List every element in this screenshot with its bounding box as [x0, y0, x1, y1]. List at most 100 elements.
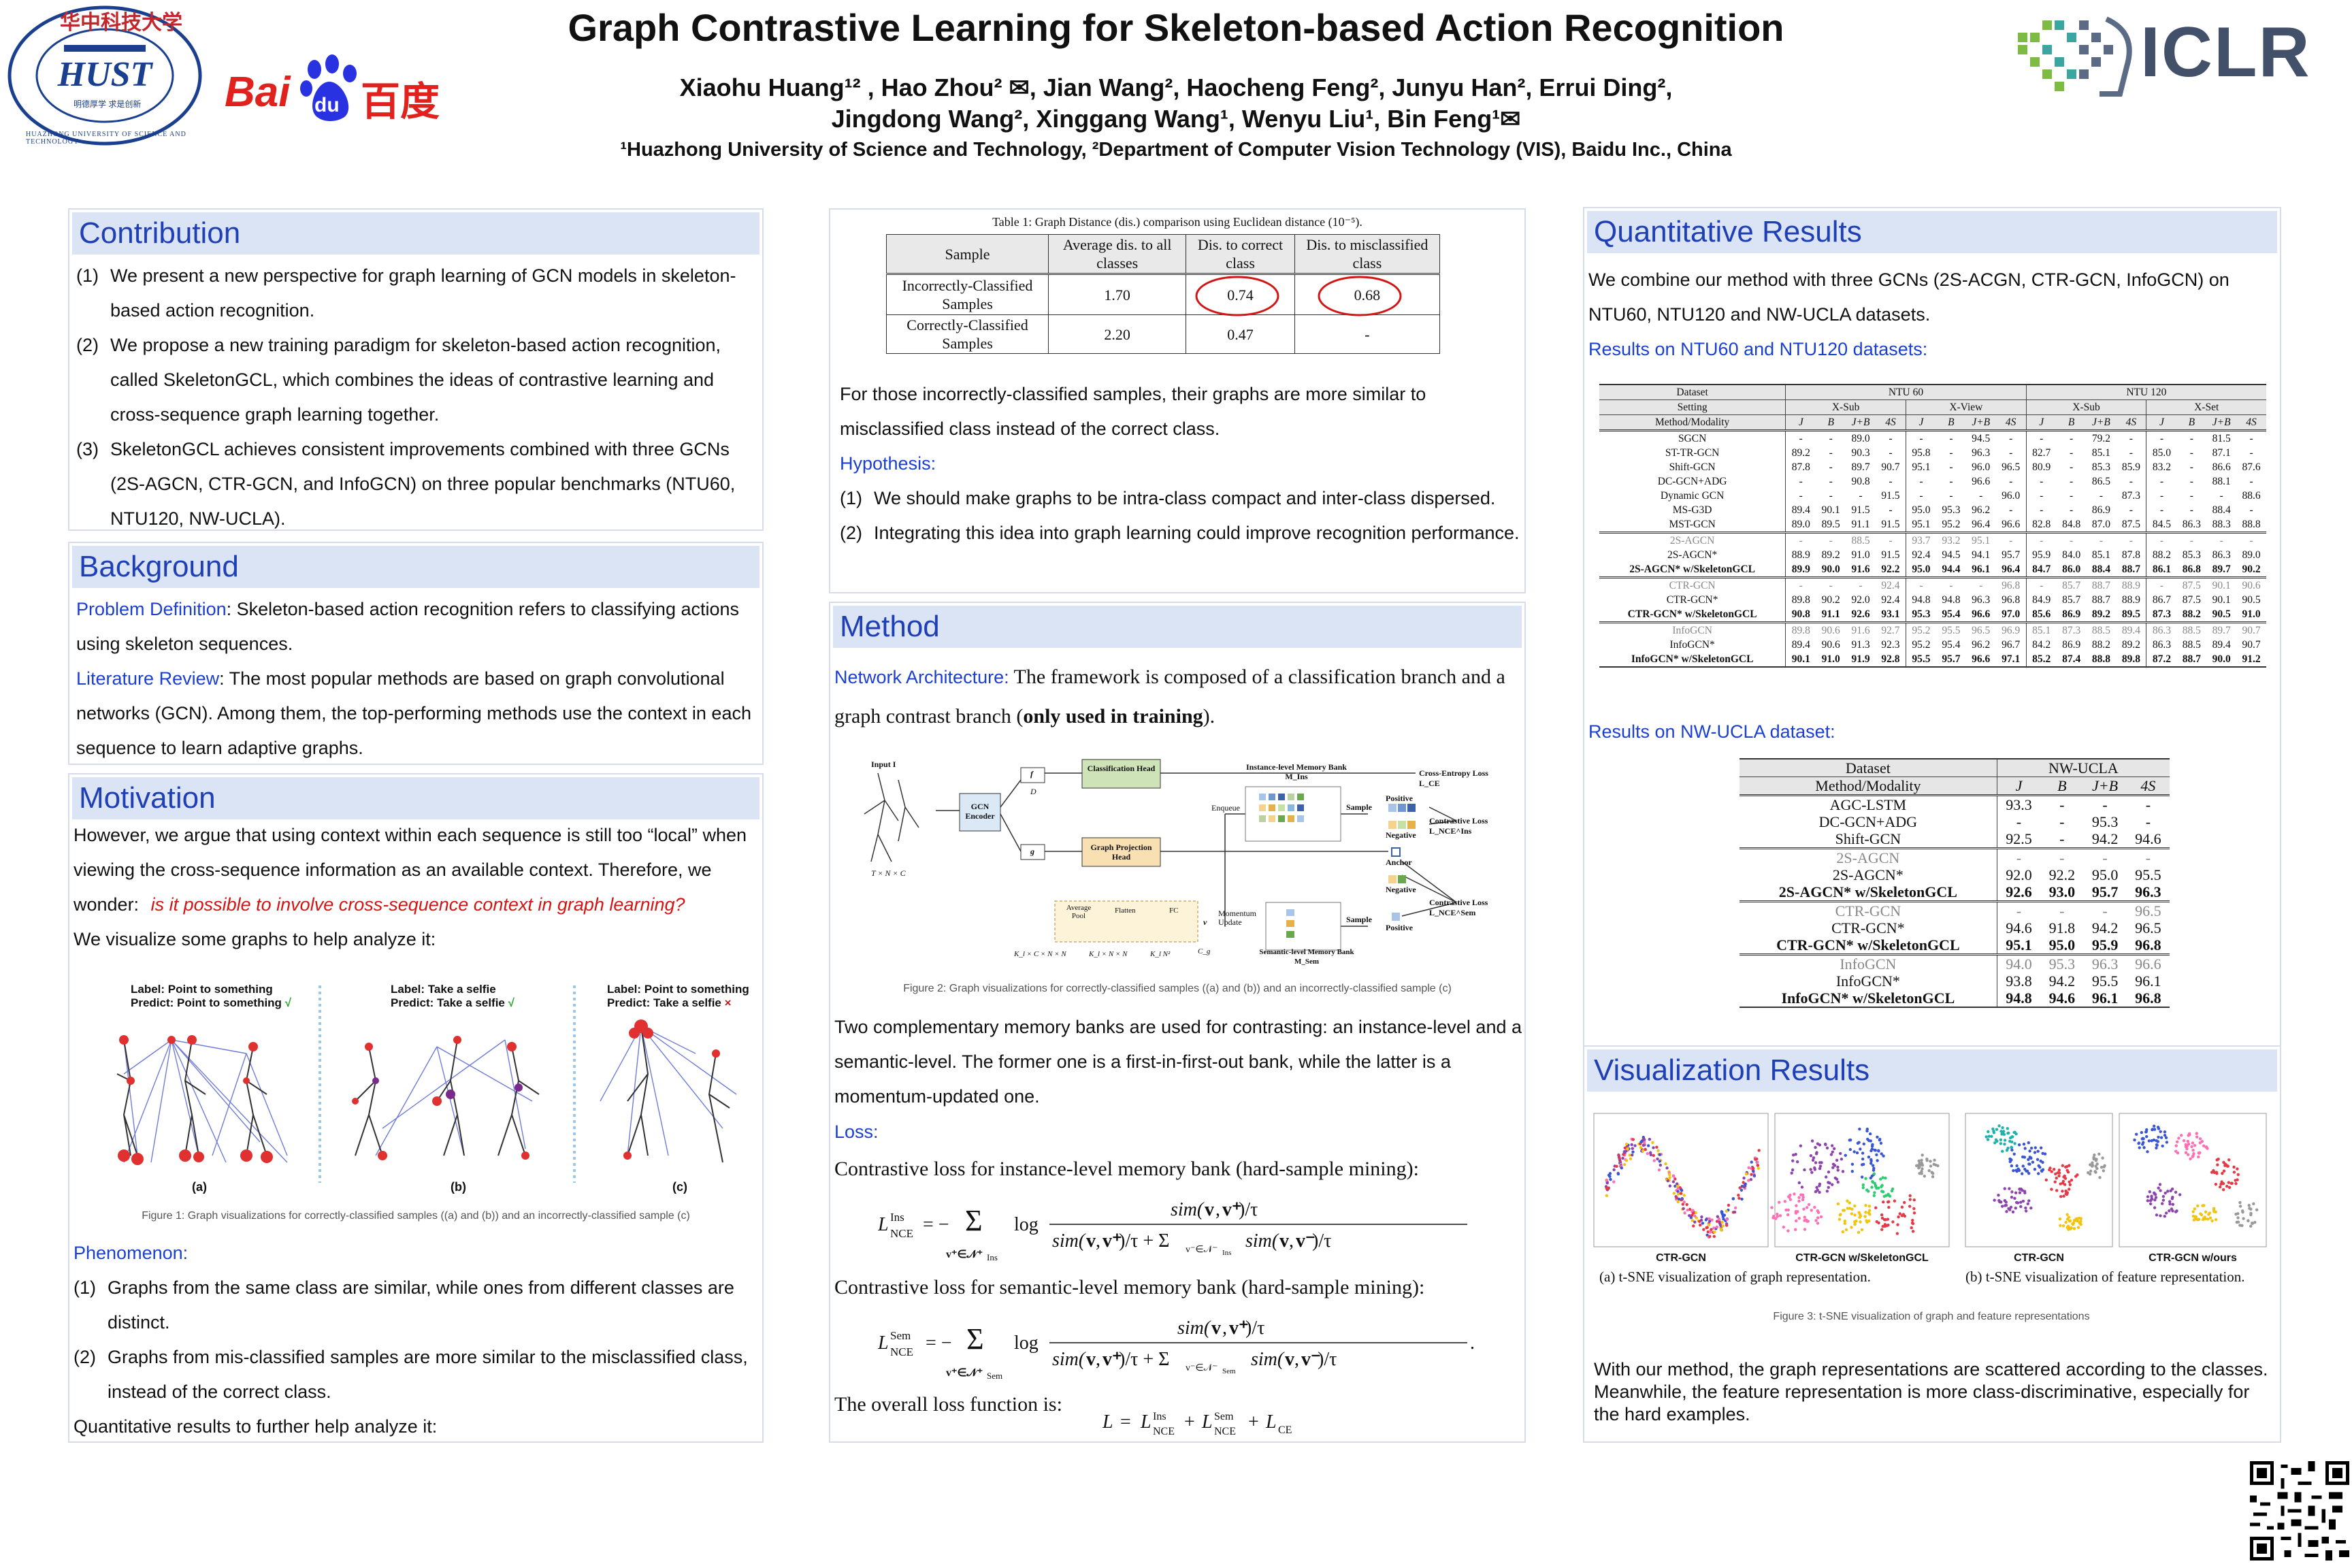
value-cell: 82.8	[2025, 517, 2057, 533]
tsne-point	[2195, 1132, 2198, 1135]
tsne-point	[2094, 1164, 2097, 1168]
tsne-point	[2155, 1146, 2158, 1149]
tsne-point	[2024, 1206, 2027, 1210]
hdr-modality: J+B	[1972, 416, 1991, 428]
tsne-point	[2204, 1210, 2208, 1213]
tsne-point	[1631, 1147, 1634, 1150]
hdr-modality: J	[1996, 777, 2041, 796]
tsne-point	[1846, 1207, 1850, 1210]
value-cell: 86.5	[2091, 476, 2111, 487]
tsne-plots	[1593, 1113, 2267, 1247]
tsne-point	[2038, 1165, 2042, 1169]
tsne-point	[1830, 1183, 1834, 1186]
tsne-point	[1811, 1158, 1815, 1162]
tsne-point	[2146, 1195, 2150, 1198]
tsne-point	[2163, 1215, 2166, 1218]
tsne-point	[1656, 1157, 1659, 1161]
tsne-point	[1932, 1162, 1936, 1166]
tsne-point	[1720, 1211, 1724, 1215]
tsne-point	[2134, 1132, 2138, 1136]
value-cell: 95.1	[1972, 535, 1991, 546]
tsne-point	[1707, 1223, 1711, 1226]
qr-code-icon[interactable]	[2250, 1456, 2349, 1565]
tsne-point	[2193, 1218, 2197, 1221]
tsne-point	[1877, 1221, 1880, 1225]
tsne-point	[2015, 1164, 2019, 1168]
tsne-point	[2072, 1227, 2076, 1230]
value-cell: 95.9	[2025, 548, 2057, 562]
tsne-point	[2087, 1171, 2090, 1175]
value-cell: 89.8	[1785, 622, 1816, 638]
value-cell: 90.1	[2212, 594, 2231, 606]
tsne-point	[2019, 1200, 2023, 1204]
tsne-point	[1713, 1230, 1716, 1234]
value-cell: 86.8	[2182, 564, 2201, 575]
value-cell: 86.3	[2146, 638, 2177, 652]
tsne-point	[2150, 1194, 2153, 1198]
value-cell: 95.7	[1942, 653, 1961, 665]
tsne-point	[1860, 1228, 1864, 1232]
value-cell: -	[1905, 489, 1936, 503]
tsne-point	[2010, 1148, 2014, 1152]
tsne-point	[2174, 1144, 2178, 1147]
hdr-dataset: Dataset	[1676, 387, 1708, 398]
value-cell: -	[2025, 430, 2057, 446]
panel-b-predict: Predict: Take a selfie	[391, 996, 505, 1009]
tsne-point	[1886, 1194, 1890, 1197]
tsne-point	[1688, 1214, 1691, 1218]
tsne-point	[1679, 1192, 1682, 1195]
tsne-point	[2034, 1146, 2038, 1149]
tsne-point	[2210, 1219, 2214, 1223]
tsne-point	[2027, 1171, 2031, 1175]
value-cell: 96.5	[2002, 461, 2021, 473]
tsne-point	[1824, 1143, 1827, 1147]
tsne-point	[2255, 1208, 2259, 1211]
tsne-point	[1607, 1187, 1610, 1190]
iclr-text: ICLR	[2140, 13, 2311, 92]
motivation-question: is it possible to involve cross-sequence…	[150, 894, 685, 915]
tsne-point	[1624, 1159, 1629, 1162]
tsne-point	[1870, 1186, 1874, 1189]
tsne-point	[2194, 1215, 2198, 1219]
value-cell: 96.3	[2135, 883, 2161, 900]
value-cell: 84.2	[2025, 638, 2057, 652]
phenomenon: Phenomenon: (1)Graphs from the same clas…	[74, 1236, 758, 1444]
tsne-point	[1801, 1196, 1805, 1199]
tsne-point	[2249, 1224, 2253, 1228]
svg-text:log: log	[1014, 1214, 1039, 1235]
tsne-point	[1799, 1193, 1803, 1196]
value-cell: 96.3	[2091, 956, 2119, 973]
tsne-point	[2040, 1169, 2044, 1173]
value-cell: 85.2	[2025, 652, 2057, 667]
tsne-point	[1803, 1215, 1806, 1219]
value-cell: 88.7	[2182, 653, 2201, 665]
tsne-point	[1757, 1149, 1761, 1152]
value-cell: 87.8	[2121, 549, 2140, 561]
tsne-point	[1999, 1200, 2003, 1204]
motivation-paragraph: However, we argue that using context wit…	[74, 825, 747, 915]
hdr-modality: J+B	[2212, 416, 2231, 428]
tsne-point	[1885, 1224, 1889, 1228]
value-cell: -	[2102, 849, 2108, 866]
tsne-point	[1641, 1149, 1645, 1153]
method-cell: CTR-GCN	[1835, 902, 1901, 919]
hdr-nw-ucla: NW-UCLA	[1996, 759, 2170, 777]
tsne-point	[1842, 1209, 1846, 1212]
hdr-modality: 4S	[1885, 416, 1896, 428]
tsne-point	[1791, 1168, 1795, 1172]
value-cell: -	[1829, 476, 1833, 487]
tsne-point	[1869, 1149, 1873, 1153]
hdr-modality: B	[1827, 416, 1834, 428]
value-cell: 90.0	[2212, 653, 2231, 665]
tsne-point	[1929, 1164, 1933, 1168]
network-text: The framework is composed of a classific…	[834, 666, 1505, 728]
tsne-point	[2234, 1179, 2237, 1182]
tsne-label-2: CTR-GCN w/SkeletonGCL	[1795, 1252, 1929, 1264]
tsne-point	[2198, 1137, 2202, 1141]
tsne-point	[2023, 1167, 2027, 1171]
tsne-label-3: CTR-GCN	[2014, 1252, 2064, 1264]
value-cell: 92.0	[1851, 594, 1870, 606]
tsne-point	[2008, 1208, 2012, 1211]
value-cell: 95.3	[2091, 813, 2119, 830]
